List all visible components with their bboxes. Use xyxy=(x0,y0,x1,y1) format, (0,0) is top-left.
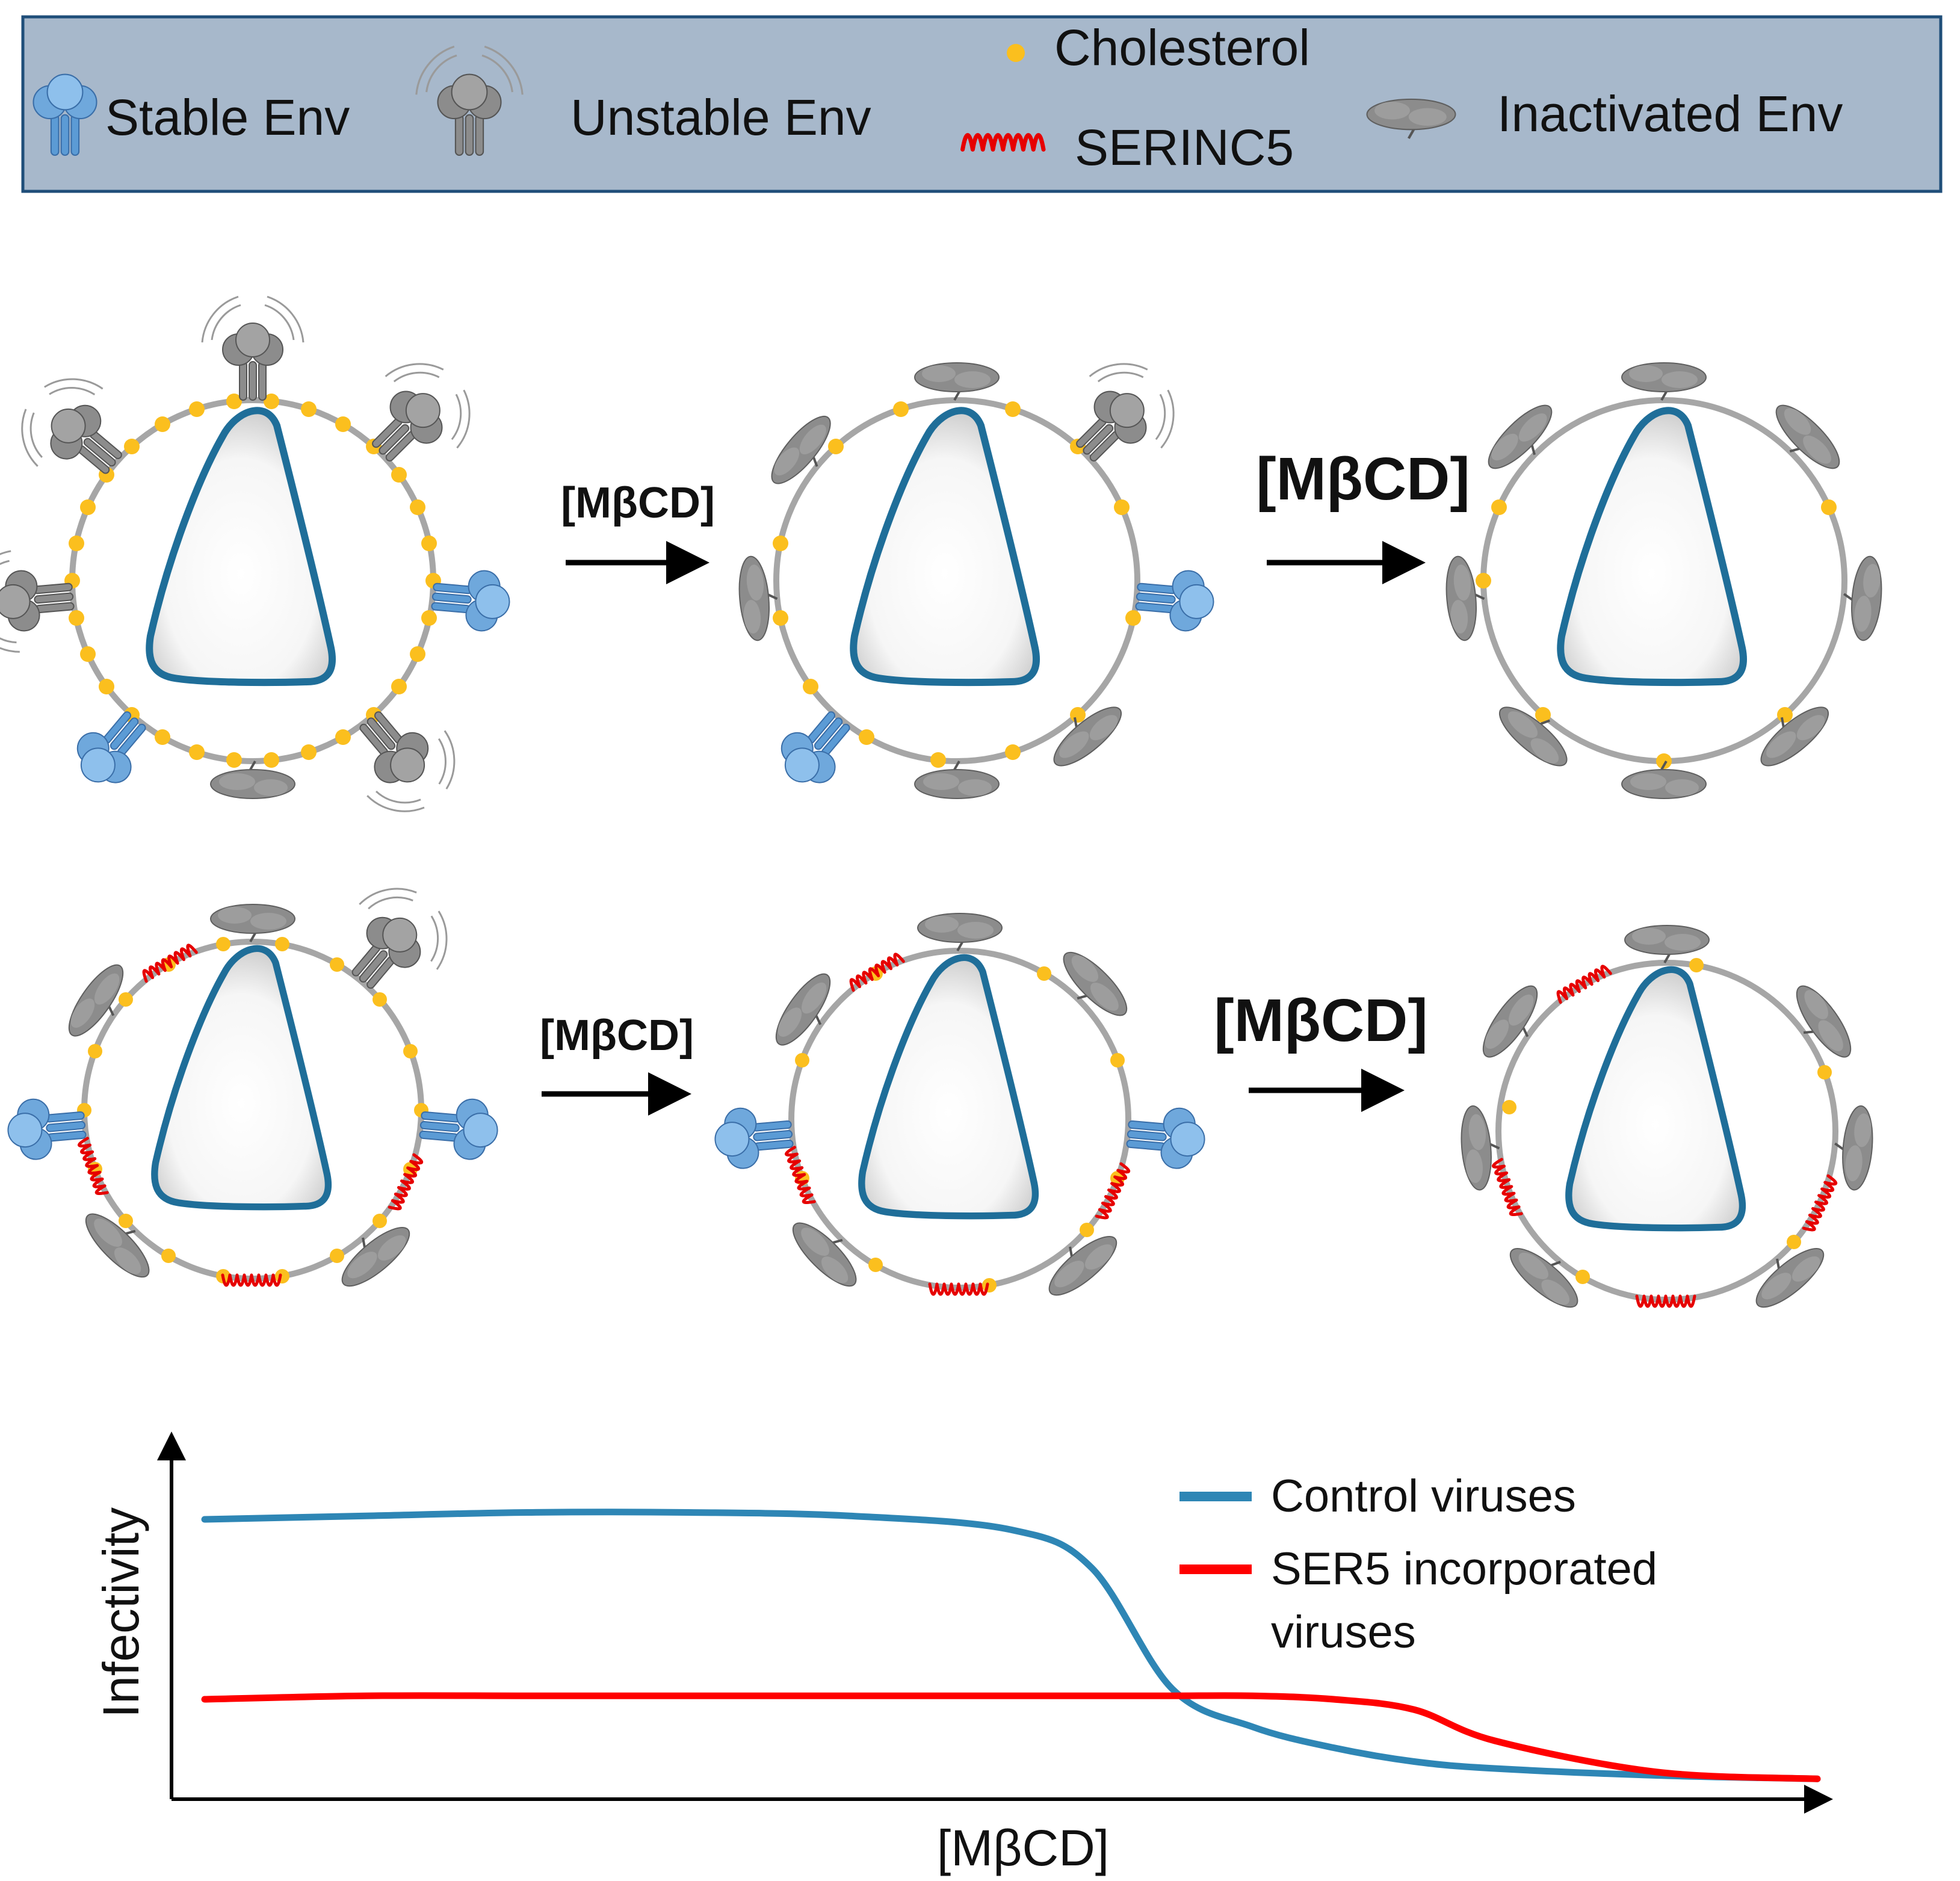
stable-env-icon xyxy=(1133,566,1217,634)
membrane xyxy=(773,397,1140,764)
cholesterol-dots xyxy=(1476,499,1837,769)
virion-row2-mid xyxy=(712,912,1208,1305)
inactivated-env-icon xyxy=(1621,760,1707,800)
legend-inactivated-env-label: Inactivated Env xyxy=(1497,85,1843,142)
inactivated-env-icon xyxy=(209,903,296,943)
legend-label-ser5-line1: SER5 incorporated xyxy=(1271,1543,1657,1595)
inactivated-env-icon xyxy=(1624,924,1710,964)
serinc5-icon xyxy=(785,1147,814,1205)
chart-legend: Control viruses SER5 incorporated viruse… xyxy=(1179,1471,1657,1658)
inactivated-env-icon xyxy=(914,760,1000,800)
unstable-env-icon xyxy=(1048,343,1195,490)
series-ser5-line xyxy=(201,1692,1821,1782)
stable-env-icon xyxy=(712,1103,796,1172)
capsid-icon xyxy=(862,957,1036,1215)
capsid-icon xyxy=(1569,969,1743,1228)
stable-env-icon xyxy=(1124,1103,1208,1172)
virion-row2-high xyxy=(1457,924,1877,1317)
legend-stable-env-label: Stable Env xyxy=(105,89,350,146)
capsid-icon xyxy=(853,410,1036,682)
capsid-icon xyxy=(149,410,332,682)
virion-row1-mid xyxy=(735,343,1217,800)
arrow-label-row2-low: [MβCD] xyxy=(540,1012,694,1060)
unstable-env-icon xyxy=(1,358,148,505)
stable-env-icon xyxy=(5,1094,88,1163)
legend-background xyxy=(21,15,1943,193)
serinc5-icon xyxy=(1804,1176,1837,1232)
y-axis-label: Infectivity xyxy=(93,1507,149,1718)
series-control-line xyxy=(201,1509,1821,1782)
stable-env-icon xyxy=(417,1094,501,1163)
cholesterol-dots xyxy=(1502,958,1832,1284)
series-layer xyxy=(201,1509,1821,1782)
legend-label-control: Control viruses xyxy=(1271,1471,1576,1522)
unstable-env-icon xyxy=(329,685,475,832)
infectivity-chart: Infectivity [MβCD] Control viruses SER5 … xyxy=(93,1432,1833,1876)
inactivated-env-icon xyxy=(917,912,1003,952)
legend-serinc5-label: SERINC5 xyxy=(1075,119,1294,176)
legend-box: Stable Env Unstable Env Cholesterol SERI… xyxy=(21,15,1943,193)
arrow-row1-low: [MβCD] xyxy=(561,479,715,584)
inactivated-env-icon xyxy=(209,760,296,800)
stable-env-icon xyxy=(63,699,161,798)
legend-label-ser5-line2: viruses xyxy=(1271,1607,1416,1658)
serinc5-icon xyxy=(1556,965,1611,1002)
legend-cholesterol-label: Cholesterol xyxy=(1054,19,1310,76)
arrow-row2-low: [MβCD] xyxy=(540,1012,694,1116)
x-axis-label: [MβCD] xyxy=(937,1820,1109,1876)
unstable-env-icon xyxy=(0,545,78,657)
virion-row1-high xyxy=(1442,362,1886,800)
serinc5-icon xyxy=(1492,1160,1521,1217)
serinc5-icon xyxy=(78,1138,107,1196)
cholesterol-icon xyxy=(1007,44,1025,62)
arrow-label-row1-high: [MβCD] xyxy=(1256,445,1470,513)
inactivated-env-icon xyxy=(1621,362,1707,401)
serinc5-icon xyxy=(930,1284,988,1294)
virion-row1-low xyxy=(0,295,513,832)
serinc5-icon xyxy=(849,953,904,990)
arrow-label-row1-low: [MβCD] xyxy=(561,479,715,527)
stable-env-icon xyxy=(429,566,513,634)
legend-unstable-env-label: Unstable Env xyxy=(570,89,871,146)
stable-env-icon xyxy=(767,699,865,798)
serinc5-icon xyxy=(223,1275,280,1285)
capsid-icon xyxy=(1560,410,1743,682)
unstable-env-icon xyxy=(321,868,468,1015)
arrow-row1-high: [MβCD] xyxy=(1256,445,1470,584)
cholesterol-dots xyxy=(773,401,1141,768)
inactivated-env-icon xyxy=(914,362,1000,401)
arrow-label-row2-high: [MβCD] xyxy=(1214,987,1427,1054)
unstable-env-icon xyxy=(201,295,305,401)
unstable-env-icon xyxy=(344,343,490,490)
serinc5-icon xyxy=(1637,1296,1695,1306)
capsid-icon xyxy=(155,948,329,1206)
virion-row2-low xyxy=(5,868,501,1296)
arrow-row2-high: [MβCD] xyxy=(1214,987,1428,1112)
serinc5-icon xyxy=(141,944,197,981)
